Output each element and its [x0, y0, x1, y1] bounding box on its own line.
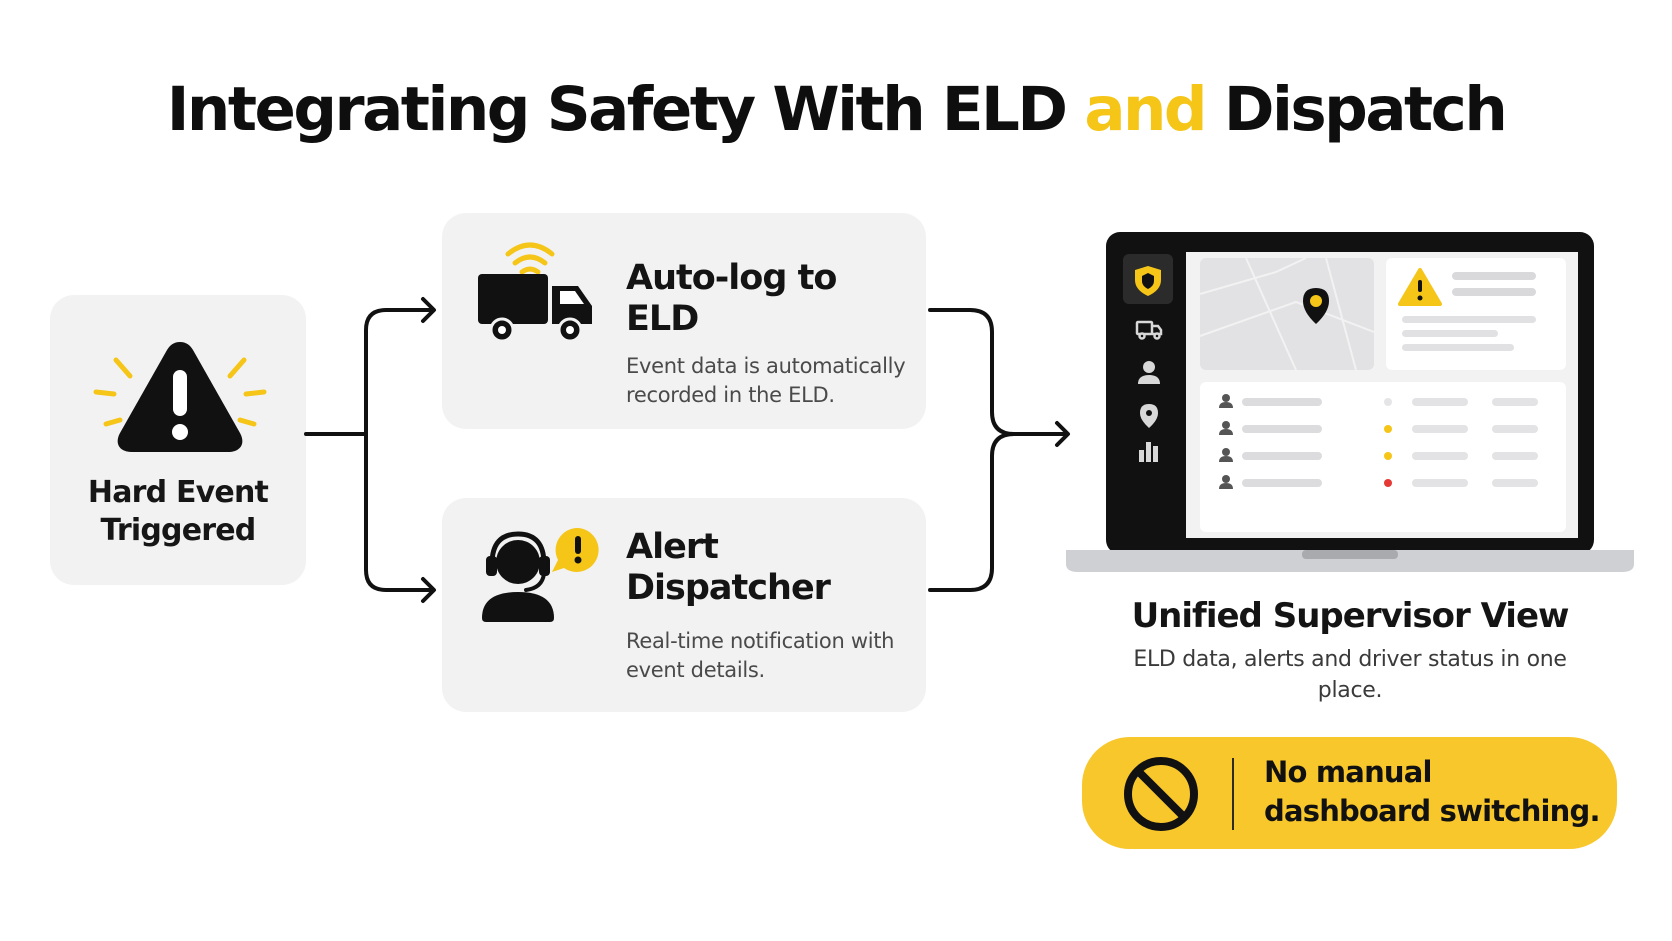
arrowhead-autolog	[421, 297, 436, 323]
driver-row-4	[1219, 475, 1538, 489]
connector-split-up	[364, 308, 434, 436]
connector-merge-top	[928, 308, 1016, 436]
truck-icon	[1135, 320, 1163, 340]
laptop-base	[1066, 550, 1634, 572]
driver-row-3	[1219, 448, 1538, 462]
dispatcher-headset-icon	[482, 527, 599, 622]
driver-list-panel	[1200, 382, 1566, 532]
arrowhead-supervisor	[1055, 421, 1070, 447]
supervisor-view-description: ELD data, alerts and driver status in on…	[1133, 647, 1567, 703]
auto-log-description: Event data is automatically recorded in …	[626, 354, 906, 407]
title-part-2: Dispatch	[1223, 74, 1508, 145]
supervisor-laptop	[1066, 232, 1634, 572]
connector-merge-bottom	[928, 432, 1016, 592]
banner-text: No manual dashboard switching.	[1264, 755, 1601, 828]
truck-wifi-icon	[478, 242, 592, 343]
auto-log-title: Auto-log to ELD	[626, 258, 837, 339]
user-icon	[1138, 361, 1160, 384]
page-title: Integrating Safety With ELD and Dispatch	[0, 60, 1672, 160]
title-part-1: Integrating Safety With ELD	[166, 74, 1068, 145]
supervisor-view-title: Unified Supervisor View	[1131, 596, 1570, 636]
alert-dispatcher-description: Real-time notification with event detail…	[626, 629, 895, 682]
bar-chart-icon	[1139, 442, 1158, 462]
banner-divider	[1232, 758, 1234, 830]
alert-dispatcher-title: Alert Dispatcher	[626, 527, 831, 608]
driver-row-2	[1219, 421, 1538, 435]
driver-row-1	[1219, 394, 1538, 408]
no-switching-banner	[1082, 737, 1617, 849]
hard-event-label: Hard Event Triggered	[87, 475, 269, 548]
connector-split-down	[364, 432, 434, 592]
location-pin-icon	[1140, 404, 1158, 428]
arrowhead-alert	[421, 577, 436, 603]
title-accent: and	[1084, 74, 1207, 145]
warning-triangle-icon	[93, 342, 267, 452]
prohibited-icon	[1124, 757, 1198, 831]
map-panel	[1200, 258, 1374, 370]
